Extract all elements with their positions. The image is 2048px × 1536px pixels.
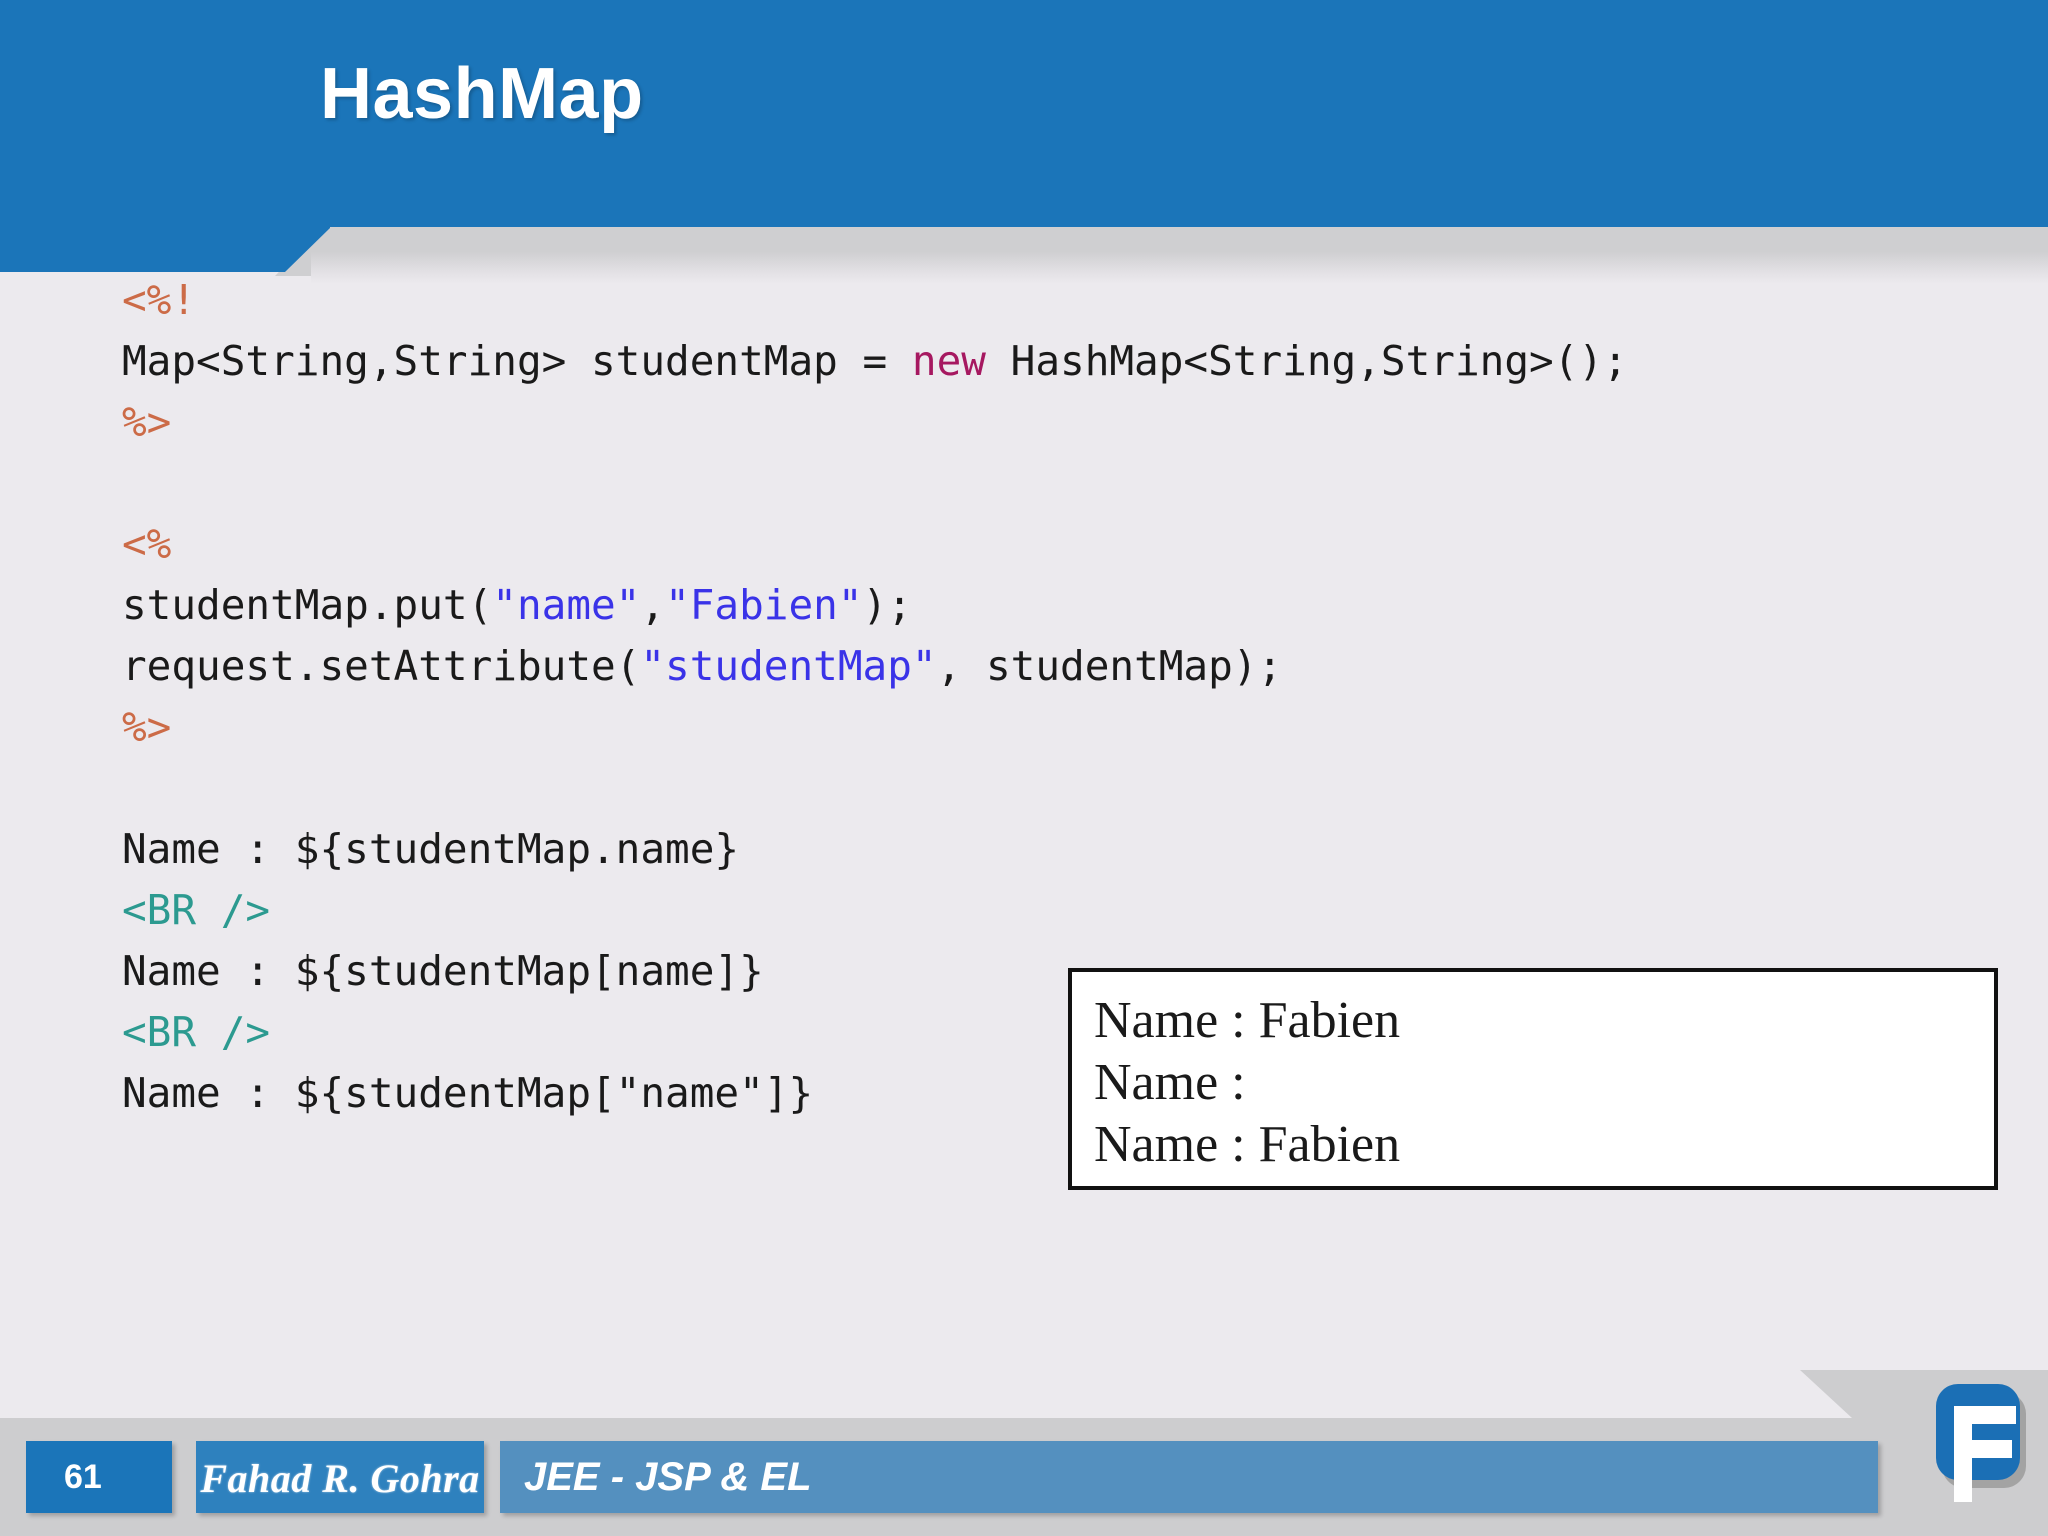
code-token-plain: Name : ${studentMap["name"]}	[122, 1069, 814, 1117]
code-token-plain: Name : ${studentMap.name}	[122, 825, 740, 873]
code-line: Name : ${studentMap[name]}	[122, 941, 1628, 1002]
output-line: Name : Fabien	[1094, 1116, 1401, 1173]
code-token-plain: request.setAttribute(	[122, 642, 641, 690]
code-token-tag: <BR />	[122, 1008, 271, 1056]
code-line: Map<String,String> studentMap = new Hash…	[122, 331, 1628, 392]
topic-chip: JEE - JSP & EL	[500, 1441, 1878, 1513]
code-line: Name : ${studentMap["name"]}	[122, 1063, 1628, 1124]
author-signature-label: Fahad R. Gohra	[200, 1456, 480, 1501]
code-block: <%! Map<String,String> studentMap = new H…	[122, 270, 1628, 1124]
topic-label: JEE - JSP & EL	[524, 1455, 812, 1499]
output-line: Name : Fabien	[1094, 992, 1401, 1049]
author-signature-chip: Fahad R. Gohra	[196, 1441, 484, 1513]
code-token-plain: Name : ${studentMap[name]}	[122, 947, 764, 995]
brand-f-logo-icon	[1932, 1378, 2032, 1502]
code-line	[122, 453, 1628, 514]
code-token-string: "name"	[492, 581, 641, 629]
code-line: <BR />	[122, 1002, 1628, 1063]
code-line: <BR />	[122, 880, 1628, 941]
code-line: %>	[122, 697, 1628, 758]
code-line: %>	[122, 392, 1628, 453]
code-line: <%!	[122, 270, 1628, 331]
code-token-plain: ,	[640, 581, 666, 629]
code-token-string: "studentMap"	[640, 642, 937, 690]
footer-top-wedge	[0, 1370, 1852, 1418]
page-title: HashMap	[320, 54, 644, 134]
output-line: Name :	[1094, 1054, 1246, 1111]
code-token-tag: <BR />	[122, 886, 271, 934]
header-blue-banner	[0, 0, 2048, 232]
header-band	[0, 0, 2048, 276]
code-token-string: "Fabien"	[665, 581, 863, 629]
footer: 61 Fahad R. Gohra JEE - JSP & EL	[0, 1370, 2048, 1536]
code-token-plain: Map<String,String> studentMap =	[122, 337, 912, 385]
code-line: <%	[122, 514, 1628, 575]
code-token-scriptlet: <%	[122, 520, 172, 568]
code-line: studentMap.put("name","Fabien");	[122, 575, 1628, 636]
code-token-plain: , studentMap);	[936, 642, 1283, 690]
code-line: request.setAttribute("studentMap", stude…	[122, 636, 1628, 697]
code-token-keyword: new	[911, 337, 986, 385]
code-token-plain: );	[862, 581, 912, 629]
code-token-scriptlet: %>	[122, 398, 172, 446]
code-token-scriptlet: <%!	[122, 276, 197, 324]
header-fade-strip	[311, 252, 2048, 284]
code-token-plain: HashMap<String,String>();	[985, 337, 1628, 385]
page-number-label: 61	[64, 1458, 102, 1496]
code-token-scriptlet: %>	[122, 703, 172, 751]
code-line	[122, 758, 1628, 819]
page-number-chip: 61	[26, 1441, 172, 1513]
code-line: Name : ${studentMap.name}	[122, 819, 1628, 880]
code-token-plain: studentMap.put(	[122, 581, 493, 629]
header-blue-left-tab	[0, 0, 330, 272]
